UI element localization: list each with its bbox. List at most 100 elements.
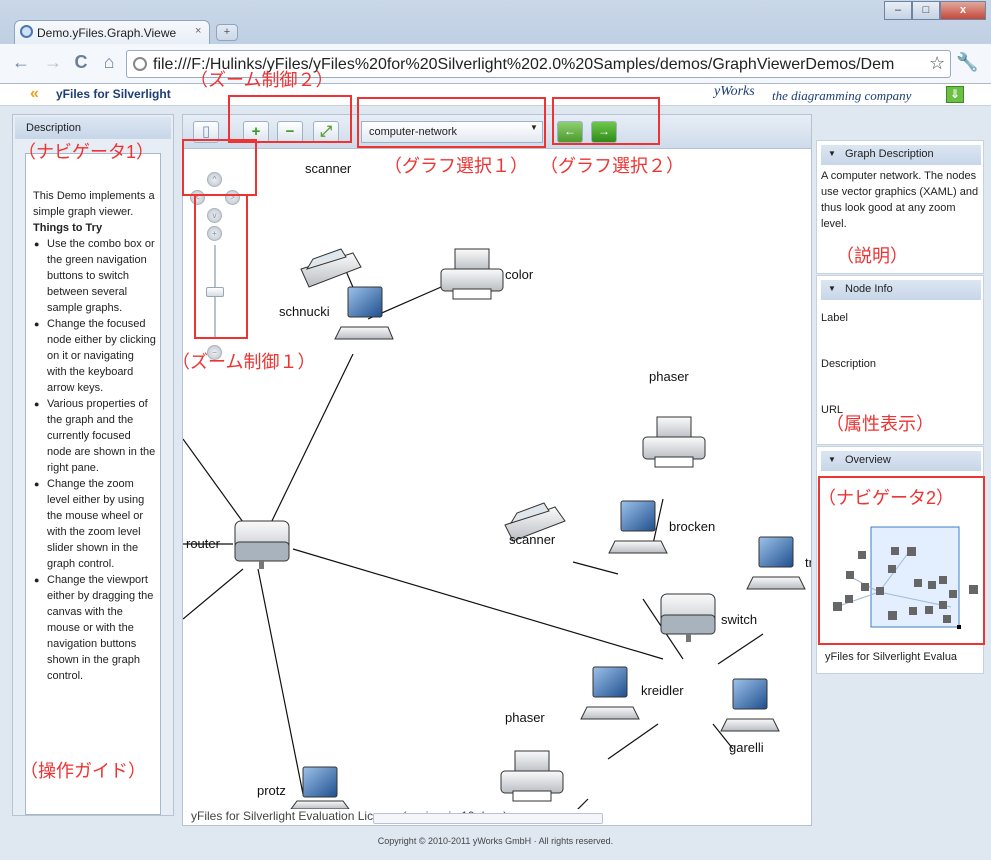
annotation-box-zoom2 [228,95,352,143]
annotation-description: （説明） [836,246,908,266]
close-tab-icon[interactable]: × [195,25,202,37]
reload-button[interactable]: C [74,52,88,72]
node-router[interactable]: router [186,520,290,569]
overview-caption: yFiles for Silverlight Evalua [825,651,958,663]
node-tr[interactable]: tr [746,536,812,590]
zoom-slider-minus[interactable]: − [207,345,222,360]
annotation-box-zoom1 [194,194,248,339]
overview-toggle-button[interactable]: ▯ [193,121,219,143]
annotation-box-navigator1 [182,139,257,196]
graph-canvas[interactable]: scanner schnucki color router [183,149,812,809]
node-phaser-1[interactable]: phaser [642,369,706,468]
properties-pane: Graph Description A computer network. Th… [816,140,984,760]
footer-copyright: Copyright © 2010-2011 yWorks GmbH · All … [377,836,614,846]
things-list: Use the combo box or the green navigatio… [33,236,156,684]
intro-text: This Demo implements a simple graph view… [33,190,155,218]
graph-edges [183,263,764,809]
previous-graph-button[interactable]: ← [557,121,583,143]
home-button[interactable]: ⌂ [103,52,115,72]
node-label: router [186,536,221,551]
forward-button[interactable]: → [44,52,62,72]
node-info-section: Node Info Label Description URL [816,275,984,445]
brand-title: yFiles for Silverlight [56,87,171,101]
fit-content-button[interactable]: ⤢ [313,121,339,143]
annotation-navigator1: （ナビゲータ1） [18,142,155,162]
pan-up-button[interactable]: ^ [207,172,222,187]
node-info-header[interactable]: Node Info [821,280,981,300]
node-switch[interactable]: switch [660,593,757,642]
graph-toolbar: ▯ + − ⤢ computer-network ▼ ← → [183,115,811,149]
bookmark-star-icon[interactable]: ☆ [929,53,946,73]
close-window-button[interactable]: x [940,1,986,20]
minimize-button[interactable]: – [884,1,912,20]
node-label: scanner [509,532,556,547]
page-icon [133,57,147,71]
overview-header[interactable]: Overview [821,451,981,471]
pan-down-button[interactable]: v [207,208,222,223]
yworks-logo[interactable]: yWorks [714,84,755,99]
chevron-down-icon: ▼ [530,123,538,132]
things-heading: Things to Try [33,222,103,234]
annotation-zoom1: （ズーム制御１） [172,352,316,372]
graph-control[interactable]: ▯ + − ⤢ computer-network ▼ ← → ^ < > v +… [182,114,812,826]
browser-chrome: Demo.yFiles.Graph.Viewe × + – □ x ← → C … [0,0,991,84]
node-label: switch [721,612,757,627]
list-item: Change the viewport either by dragging t… [33,572,156,684]
list-item: Change the zoom level either by using th… [33,476,156,572]
annotation-properties: （属性表示） [826,414,934,434]
horizontal-scrollbar[interactable] [373,813,603,824]
list-item: Change the focused node either by clicki… [33,316,156,396]
graph-description-text: A computer network. The nodes use vector… [821,170,979,230]
node-phaser-2[interactable]: phaser [500,710,564,802]
node-kreidler[interactable]: kreidler [580,666,684,720]
node-label: brocken [669,519,715,534]
node-description-field: Description [821,358,877,370]
tab-bar: Demo.yFiles.Graph.Viewe × + – □ x [0,0,991,45]
zoom-slider-thumb[interactable] [206,287,224,297]
node-brocken[interactable]: brocken [608,500,715,554]
node-scanner-2[interactable]: scanner [504,502,566,547]
node-label: color [505,267,534,282]
globe-icon [20,25,33,38]
description-body[interactable]: This Demo implements a simple graph view… [25,153,161,815]
zoom-slider-plus[interactable]: + [207,226,222,241]
list-item: Use the combo box or the green navigatio… [33,236,156,316]
tagline: the diagramming company [772,88,912,103]
node-label: schnucki [279,304,330,319]
list-item: Various properties of the graph and the … [33,396,156,476]
description-header: Description [15,117,171,139]
node-label: protz [257,783,286,798]
maximize-button[interactable]: □ [912,1,940,20]
annotation-zoom2: （ズーム制御２） [190,70,334,90]
node-color[interactable]: color [440,248,534,300]
node-garelli[interactable]: garelli [720,678,780,755]
annotation-box-graph-select2 [552,97,660,145]
node-url-field: URL [821,404,844,416]
annotation-graph-select2: （グラフ選択２） [540,156,684,176]
wrench-icon[interactable]: 🔧 [956,52,979,72]
node-schnucki[interactable]: schnucki [279,286,394,340]
combo-value: computer-network [369,126,458,138]
overview-minimap[interactable] [821,487,981,637]
annotation-guide: （操作ガイド） [20,761,146,781]
new-tab-button[interactable]: + [216,24,238,41]
yfiles-logo-icon: « [30,85,39,102]
graph-description-section: Graph Description A computer network. Th… [816,140,984,274]
node-protz[interactable]: protz [257,766,350,809]
graph-description-header[interactable]: Graph Description [821,145,981,165]
node-scanner-1[interactable]: scanner [300,161,362,288]
next-graph-button[interactable]: → [591,121,617,143]
download-icon[interactable]: ⇓ [946,86,964,103]
tab-title: Demo.yFiles.Graph.Viewe [37,26,177,40]
browser-tab[interactable]: Demo.yFiles.Graph.Viewe × [14,20,210,45]
graph-select-combo[interactable]: computer-network ▼ [361,121,543,143]
pan-right-button[interactable]: > [225,190,240,205]
address-bar[interactable]: file:///F:/Hulinks/yFiles/yFiles%20for%2… [126,50,951,78]
pan-left-button[interactable]: < [190,190,205,205]
back-button[interactable]: ← [12,52,30,72]
annotation-graph-select1: （グラフ選択１） [384,156,528,176]
node-label: kreidler [641,683,684,698]
silverlight-app: « yFiles for Silverlight yWorks the diag… [0,84,991,860]
node-label: phaser [505,710,545,725]
window-controls: – □ x [884,1,986,21]
